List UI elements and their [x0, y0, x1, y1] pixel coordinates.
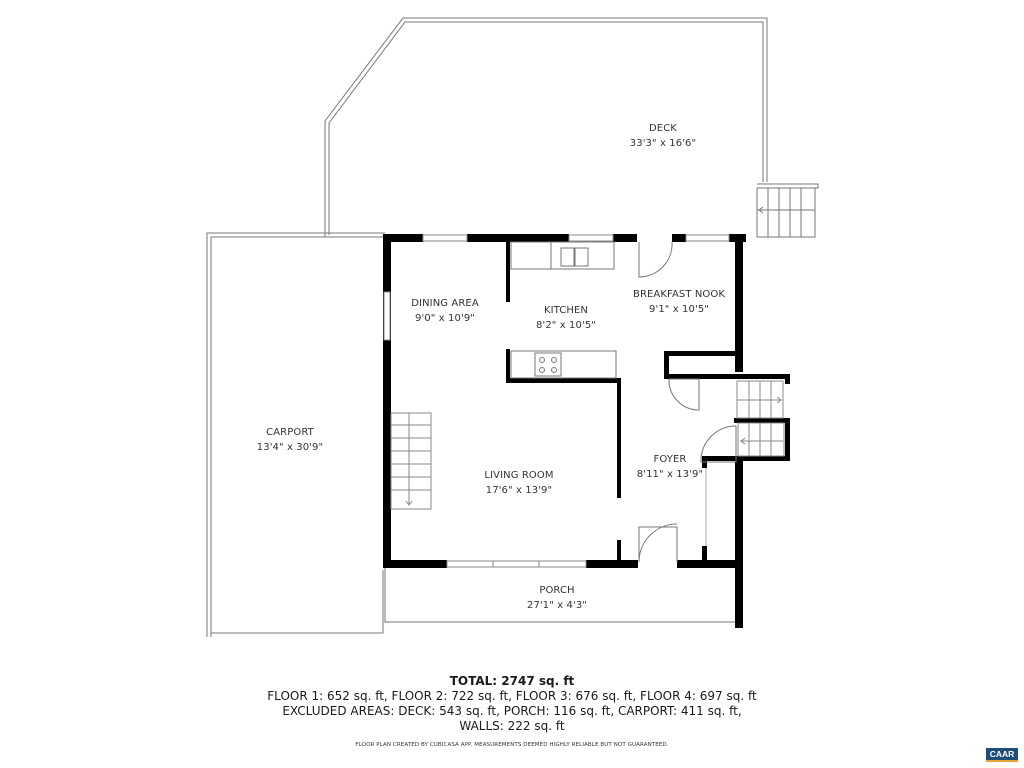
- room-size: 8'11" x 13'9": [636, 469, 704, 480]
- deck-outline: [324, 17, 768, 237]
- total-area: TOTAL: 2747 sq. ft: [449, 674, 575, 688]
- room-living-room: LIVING ROOM 17'6" x 13'9": [484, 468, 553, 498]
- room-size: 27'1" x 4'3": [527, 600, 587, 611]
- windows: [383, 234, 730, 568]
- carport-outline: [206, 232, 385, 637]
- kitchen-counters: [510, 241, 617, 379]
- room-name: PORCH: [539, 585, 575, 596]
- floor-areas: FLOOR 1: 652 sq. ft, FLOOR 2: 722 sq. ft…: [267, 689, 757, 703]
- living-room-stairs: [390, 412, 432, 510]
- room-porch: PORCH 27'1" x 4'3": [527, 583, 587, 613]
- room-size: 9'0" x 10'9": [415, 313, 475, 324]
- room-carport: CARPORT 13'4" x 30'9": [257, 425, 323, 455]
- disclaimer: FLOOR PLAN CREATED BY CUBICASA APP. MEAS…: [355, 742, 669, 748]
- room-size: 17'6" x 13'9": [485, 485, 553, 496]
- room-dining-area: DINING AREA 9'0" x 10'9": [411, 296, 479, 326]
- walls: [383, 234, 790, 628]
- caar-logo: CAAR: [986, 748, 1018, 762]
- room-name: LIVING ROOM: [484, 470, 554, 481]
- room-name: CARPORT: [266, 427, 314, 438]
- walls-area: WALLS: 222 sq. ft: [459, 719, 565, 733]
- room-deck: DECK 33'3" x 16'6": [630, 121, 696, 151]
- room-name: KITCHEN: [543, 305, 589, 316]
- room-size: 9'1" x 10'5": [649, 304, 709, 315]
- room-name: FOYER: [653, 454, 687, 465]
- room-breakfast-nook: BREAKFAST NOOK 9'1" x 10'5": [633, 287, 725, 317]
- room-name: DINING AREA: [411, 298, 479, 309]
- porch-outline: [384, 566, 735, 623]
- foyer-stairs: [736, 380, 785, 457]
- excluded-areas: EXCLUDED AREAS: DECK: 543 sq. ft, PORCH:…: [282, 704, 742, 718]
- room-name: DECK: [649, 123, 677, 134]
- room-kitchen: KITCHEN 8'2" x 10'5": [536, 303, 596, 333]
- deck-stairs: [756, 183, 819, 238]
- doors: [638, 241, 737, 563]
- room-size: 13'4" x 30'9": [256, 442, 324, 453]
- room-name: BREAKFAST NOOK: [632, 289, 726, 300]
- room-size: 33'3" x 16'6": [629, 138, 697, 149]
- room-foyer: FOYER 8'11" x 13'9": [637, 452, 703, 482]
- room-size: 8'2" x 10'5": [536, 320, 596, 331]
